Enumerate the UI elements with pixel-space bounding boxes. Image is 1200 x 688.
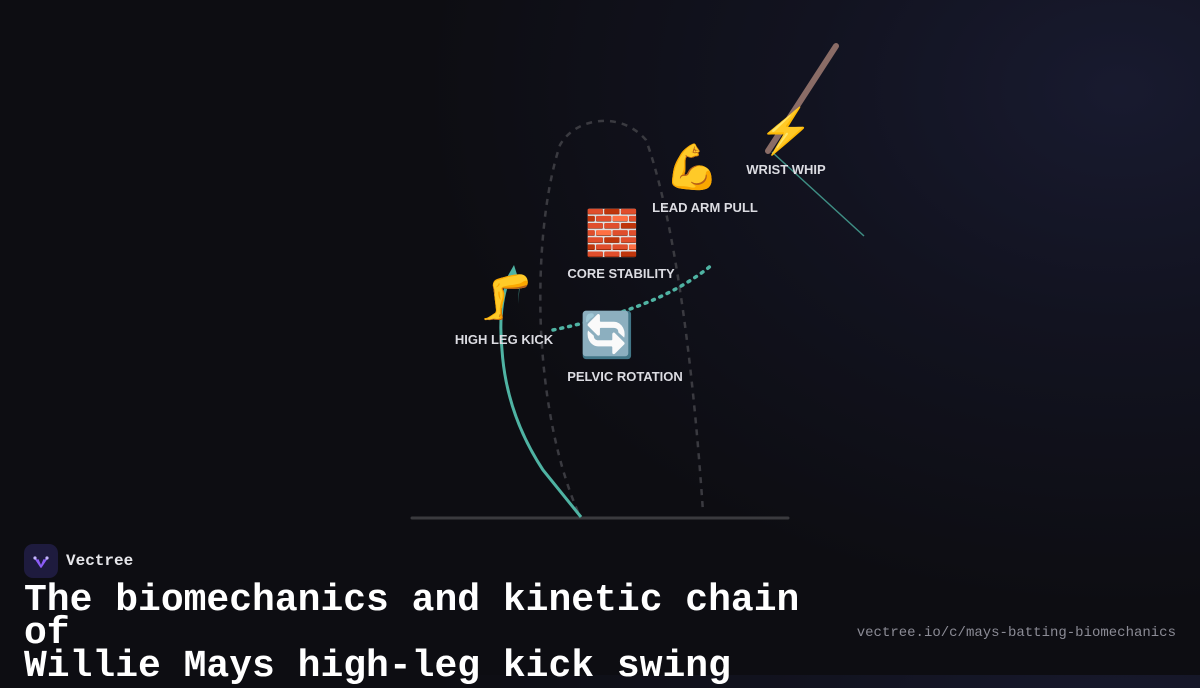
brick-icon: 🧱 bbox=[585, 208, 640, 258]
node-lead-arm-pull: 💪 LEAD ARM PULL bbox=[652, 142, 758, 215]
swing-trail bbox=[771, 151, 865, 237]
flexed-arm-icon: 💪 bbox=[665, 142, 720, 192]
rotate-arrows-icon: 🔄 bbox=[580, 310, 635, 360]
title-line-1: The biomechanics and kinetic chain of bbox=[24, 579, 800, 655]
batter-silhouette-outline bbox=[539, 119, 705, 513]
node-label-high-leg-kick: HIGH LEG KICK bbox=[455, 332, 554, 347]
node-label-lead-arm-pull: LEAD ARM PULL bbox=[652, 200, 758, 215]
node-pelvic-rotation: 🔄 PELVIC ROTATION bbox=[567, 310, 683, 384]
leg-icon: 🦵 bbox=[479, 272, 534, 322]
brand-name: Vectree bbox=[66, 552, 134, 570]
node-label-pelvic-rotation: PELVIC ROTATION bbox=[567, 369, 683, 384]
node-label-core-stability: CORE STABILITY bbox=[567, 266, 675, 281]
page-title: The biomechanics and kinetic chain of Wi… bbox=[24, 582, 864, 686]
node-high-leg-kick: 🦵 HIGH LEG KICK bbox=[455, 272, 554, 347]
lightning-icon: ⚡ bbox=[759, 106, 814, 157]
title-line-2: Willie Mays high-leg kick swing bbox=[24, 645, 731, 688]
node-core-stability: 🧱 CORE STABILITY bbox=[567, 208, 675, 281]
bat bbox=[765, 43, 839, 154]
node-label-wrist-whip: WRIST WHIP bbox=[746, 162, 826, 177]
sparkle-tree-icon bbox=[24, 544, 58, 578]
leg-kick-arrowhead bbox=[502, 265, 520, 304]
rotation-path bbox=[551, 262, 715, 332]
node-wrist-whip: ⚡ WRIST WHIP bbox=[746, 106, 826, 177]
source-url[interactable]: vectree.io/c/mays-batting-biomechanics bbox=[856, 625, 1176, 641]
brand: Vectree bbox=[24, 544, 133, 578]
leg-kick-path bbox=[499, 275, 583, 518]
